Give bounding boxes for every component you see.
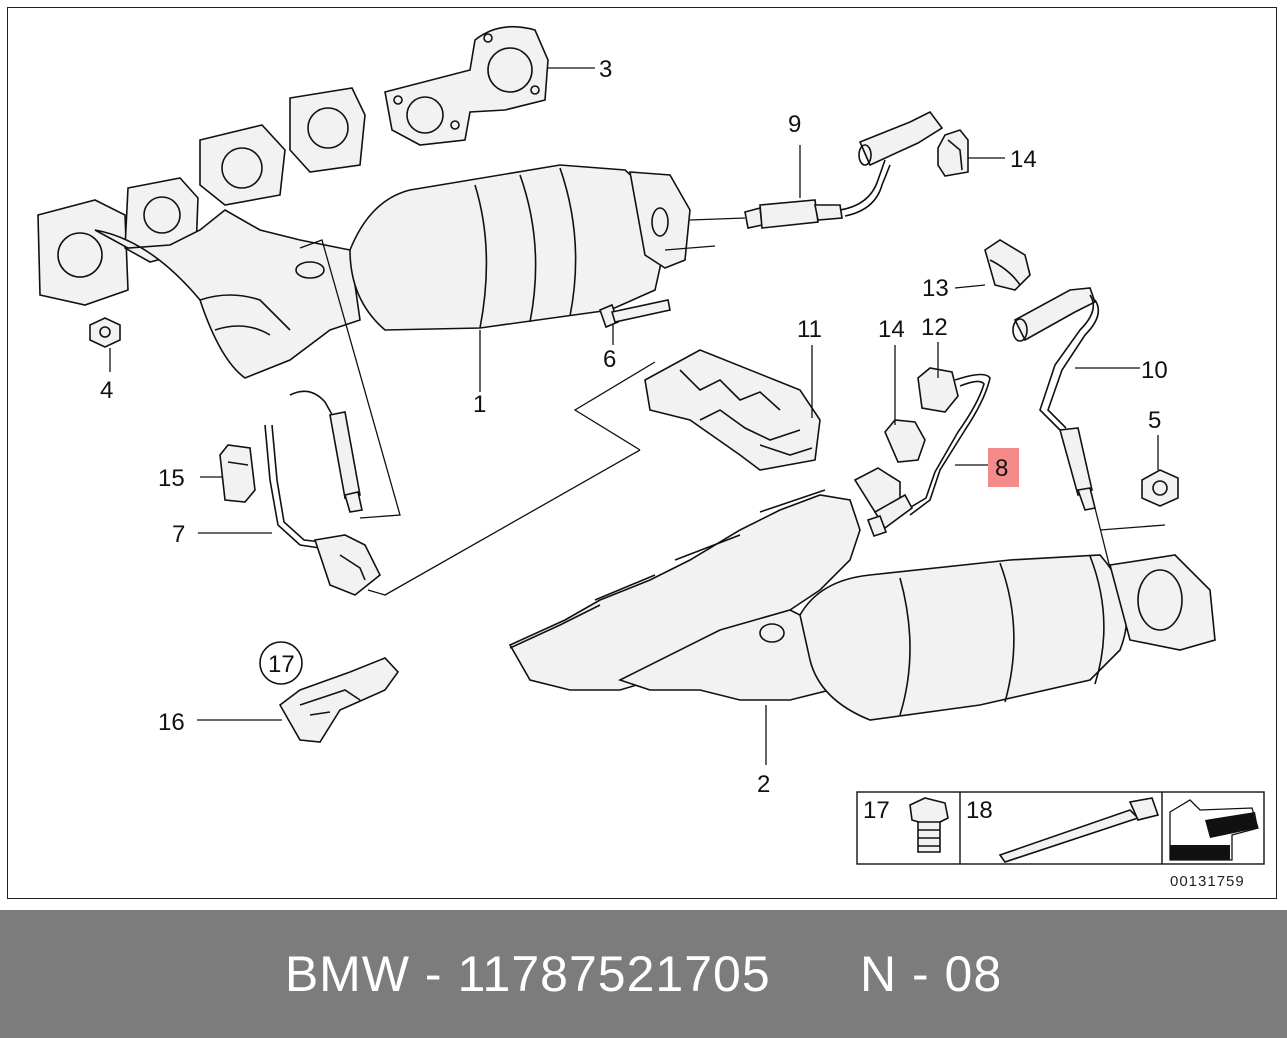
arrow-icon [1169, 799, 1259, 861]
callout-labels: 3 4 1 6 9 14 13 10 5 11 14 12 8 15 7 16 … [100, 56, 1168, 798]
callout-12: 12 [921, 314, 948, 341]
bolt-icon [909, 797, 949, 853]
gasket-part-3 [384, 25, 549, 146]
plug-part-5 [1141, 469, 1179, 507]
part-info-footer: BMW - 11787521705 N - 08 [0, 910, 1287, 1038]
callout-13: 13 [922, 275, 949, 302]
callout-16: 16 [158, 709, 185, 736]
callout-14-lower: 14 [878, 316, 905, 343]
callout-3: 3 [599, 56, 612, 83]
footer-gap [771, 945, 860, 1003]
callout-7: 7 [172, 521, 185, 548]
callout-15: 15 [158, 465, 185, 492]
legend-label-17: 17 [863, 797, 890, 824]
callout-17: 17 [268, 651, 295, 678]
callout-1: 1 [473, 391, 486, 418]
cable-tie-icon [998, 797, 1160, 863]
clip-part-15 [219, 444, 256, 503]
legend-label-18: 18 [966, 797, 993, 824]
legend-box: 17 18 00131759 [856, 791, 1265, 890]
leader-lines [109, 67, 1166, 765]
callout-5: 5 [1148, 407, 1161, 434]
drawing-number: 00131759 [1170, 873, 1245, 890]
position-label: N - 08 [860, 946, 1003, 1002]
callout-11: 11 [797, 316, 822, 343]
callout-2: 2 [757, 771, 770, 798]
oxygen-sensor-part-7 [264, 390, 382, 596]
oxygen-sensor-part-10 [1012, 287, 1100, 511]
bracket-part-16 [278, 657, 400, 743]
catalytic-converter-part-2 [508, 489, 1216, 721]
callout-10: 10 [1141, 357, 1168, 384]
oxygen-sensor-part-9 [744, 110, 944, 229]
clip-part-12 [917, 367, 959, 413]
parts-diagram: 3 4 1 6 9 14 13 10 5 11 14 12 8 15 7 16 … [7, 7, 1277, 899]
clip-part-14-upper [937, 129, 969, 177]
callout-17-circle [259, 641, 303, 685]
diagram-svg: 3 4 1 6 9 14 13 10 5 11 14 12 8 15 7 16 … [37, 25, 1265, 890]
callout-9: 9 [788, 111, 801, 138]
nut-part-4 [89, 317, 121, 348]
brand-name: BMW [284, 946, 411, 1002]
oxygen-sensor-part-8 [853, 373, 991, 538]
callout-6: 6 [603, 346, 616, 373]
callout-4: 4 [100, 377, 113, 404]
callout-8-highlight [988, 448, 1019, 487]
diagram-frame [7, 7, 1277, 899]
catalytic-converter-part-1 [37, 87, 691, 379]
clip-part-13 [984, 239, 1031, 291]
part-number: 11787521705 [457, 946, 771, 1002]
callout-14-upper: 14 [1010, 146, 1037, 173]
callout-8: 8 [995, 455, 1008, 482]
footer-separator: - [410, 946, 458, 1002]
bracket-part-11 [644, 349, 821, 471]
bolt-part-6 [598, 299, 671, 329]
